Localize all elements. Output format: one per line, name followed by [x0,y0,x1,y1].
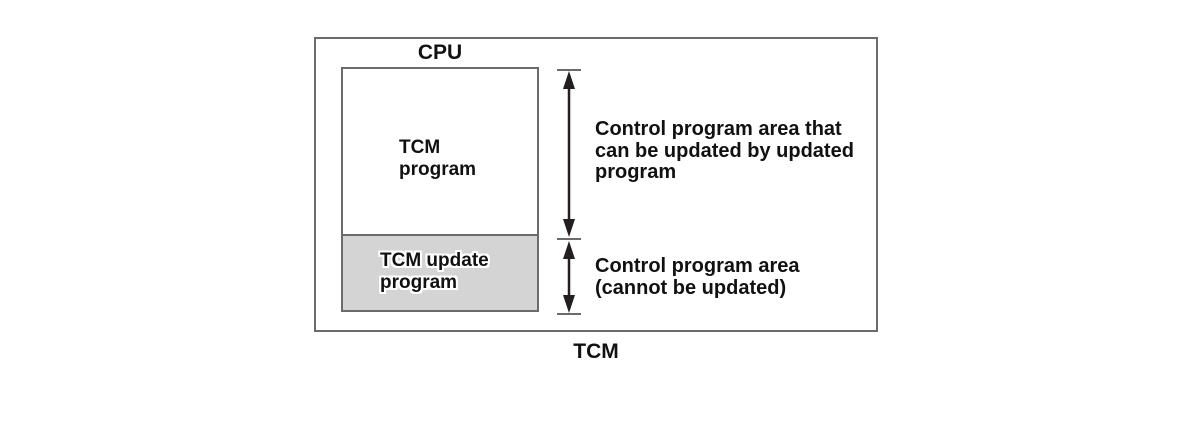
cpu-program-memory-box: TCM program TCM update program [341,67,539,312]
extent-arrows [557,69,581,315]
tcm-program-area: TCM program [343,69,537,234]
cpu-label: CPU [417,41,463,64]
fixed-area-annotation: Control program area (cannot be updated) [595,255,800,299]
tcm-boundary-box: CPU TCM program TCM update program [314,37,878,332]
tcm-update-program-area: TCM update program [343,234,537,310]
updatable-area-annotation: Control program area that can be updated… [595,118,854,183]
tcm-program-label: TCM program [399,137,477,180]
updatable-area-arrow-icon [557,69,581,240]
tcm-update-program-label: TCM update program [380,250,489,293]
fixed-area-arrow-icon [557,241,581,315]
tcm-label: TCM [573,340,619,363]
